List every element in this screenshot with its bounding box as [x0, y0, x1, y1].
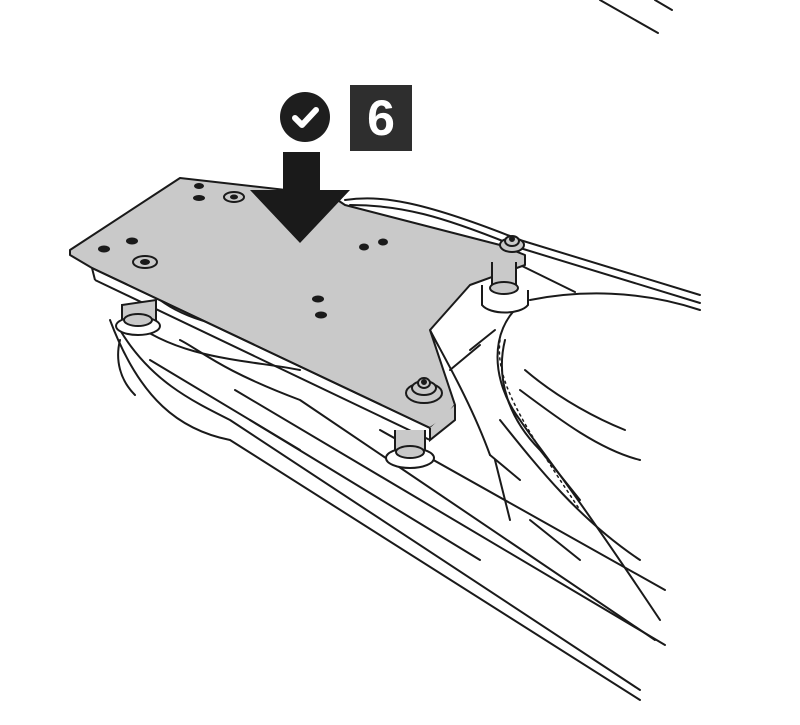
- checkmark-circle-icon: [280, 92, 330, 142]
- fixing-bolts: [405, 235, 525, 404]
- countersunk-holes: [132, 191, 245, 269]
- seat: [496, 292, 701, 621]
- rubber-spacers: [115, 262, 529, 469]
- plate-holes: [98, 183, 388, 319]
- step-number-badge: 6: [350, 85, 412, 151]
- down-arrow-icon: [250, 152, 350, 243]
- background-lines: [599, 0, 673, 34]
